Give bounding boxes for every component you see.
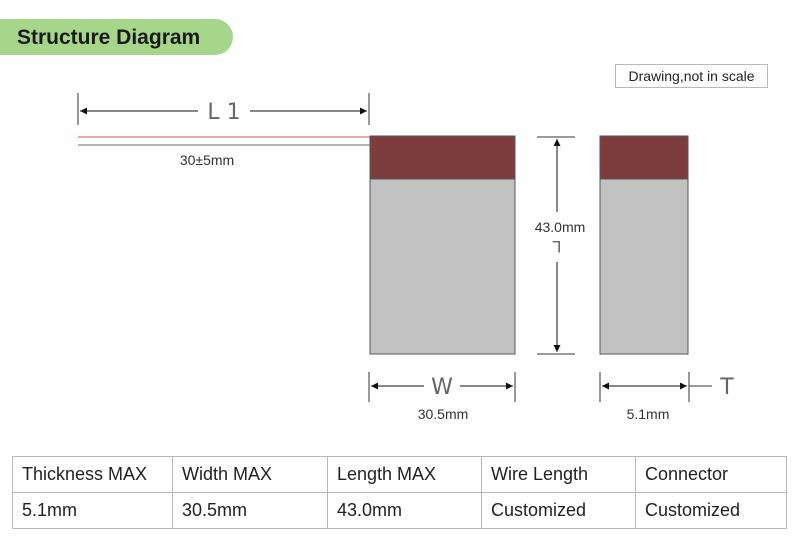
width-label: 30.5mm [418, 406, 469, 422]
battery-front-view [369, 135, 516, 355]
value-width: 30.5mm [172, 492, 328, 529]
scale-note: Drawing,not in scale [615, 64, 768, 88]
value-length: 43.0mm [327, 492, 482, 529]
spec-header-row: Thickness MAX Width MAX Length MAX Wire … [12, 456, 787, 493]
thickness-label: 5.1mm [627, 406, 670, 422]
length-label: 43.0mm [535, 219, 586, 235]
t-label: T [719, 375, 734, 400]
header-wire-length: Wire Length [481, 456, 636, 493]
lead-wires: 30±5mm [78, 136, 370, 168]
title-tag: Structure Diagram [0, 19, 233, 55]
battery-body-front [369, 178, 516, 355]
length-letter: L [552, 237, 561, 256]
spec-value-row: 5.1mm 30.5mm 43.0mm Customized Customize… [12, 492, 787, 529]
header-length: Length MAX [327, 456, 482, 493]
battery-body-side [599, 178, 689, 355]
width-dimension: W 30.5mm [368, 372, 516, 422]
header-thickness: Thickness MAX [12, 456, 173, 493]
l1-dimension: L 1 [77, 93, 370, 125]
length-dimension: 43.0mm L [535, 136, 586, 355]
header-width: Width MAX [172, 456, 328, 493]
spec-table: Thickness MAX Width MAX Length MAX Wire … [12, 456, 787, 529]
page-title: Structure Diagram [17, 26, 201, 49]
value-connector: Customized [635, 492, 787, 529]
battery-side-view [599, 135, 689, 355]
header-connector: Connector [635, 456, 787, 493]
value-wire-length: Customized [481, 492, 636, 529]
battery-cap-side [599, 135, 689, 180]
wire-length-label: 30±5mm [180, 152, 234, 168]
value-thickness: 5.1mm [12, 492, 173, 529]
w-label: W [431, 375, 453, 400]
battery-cap-front [369, 135, 516, 180]
thickness-dimension: T 5.1mm [599, 372, 734, 422]
l1-label: L 1 [207, 100, 240, 125]
